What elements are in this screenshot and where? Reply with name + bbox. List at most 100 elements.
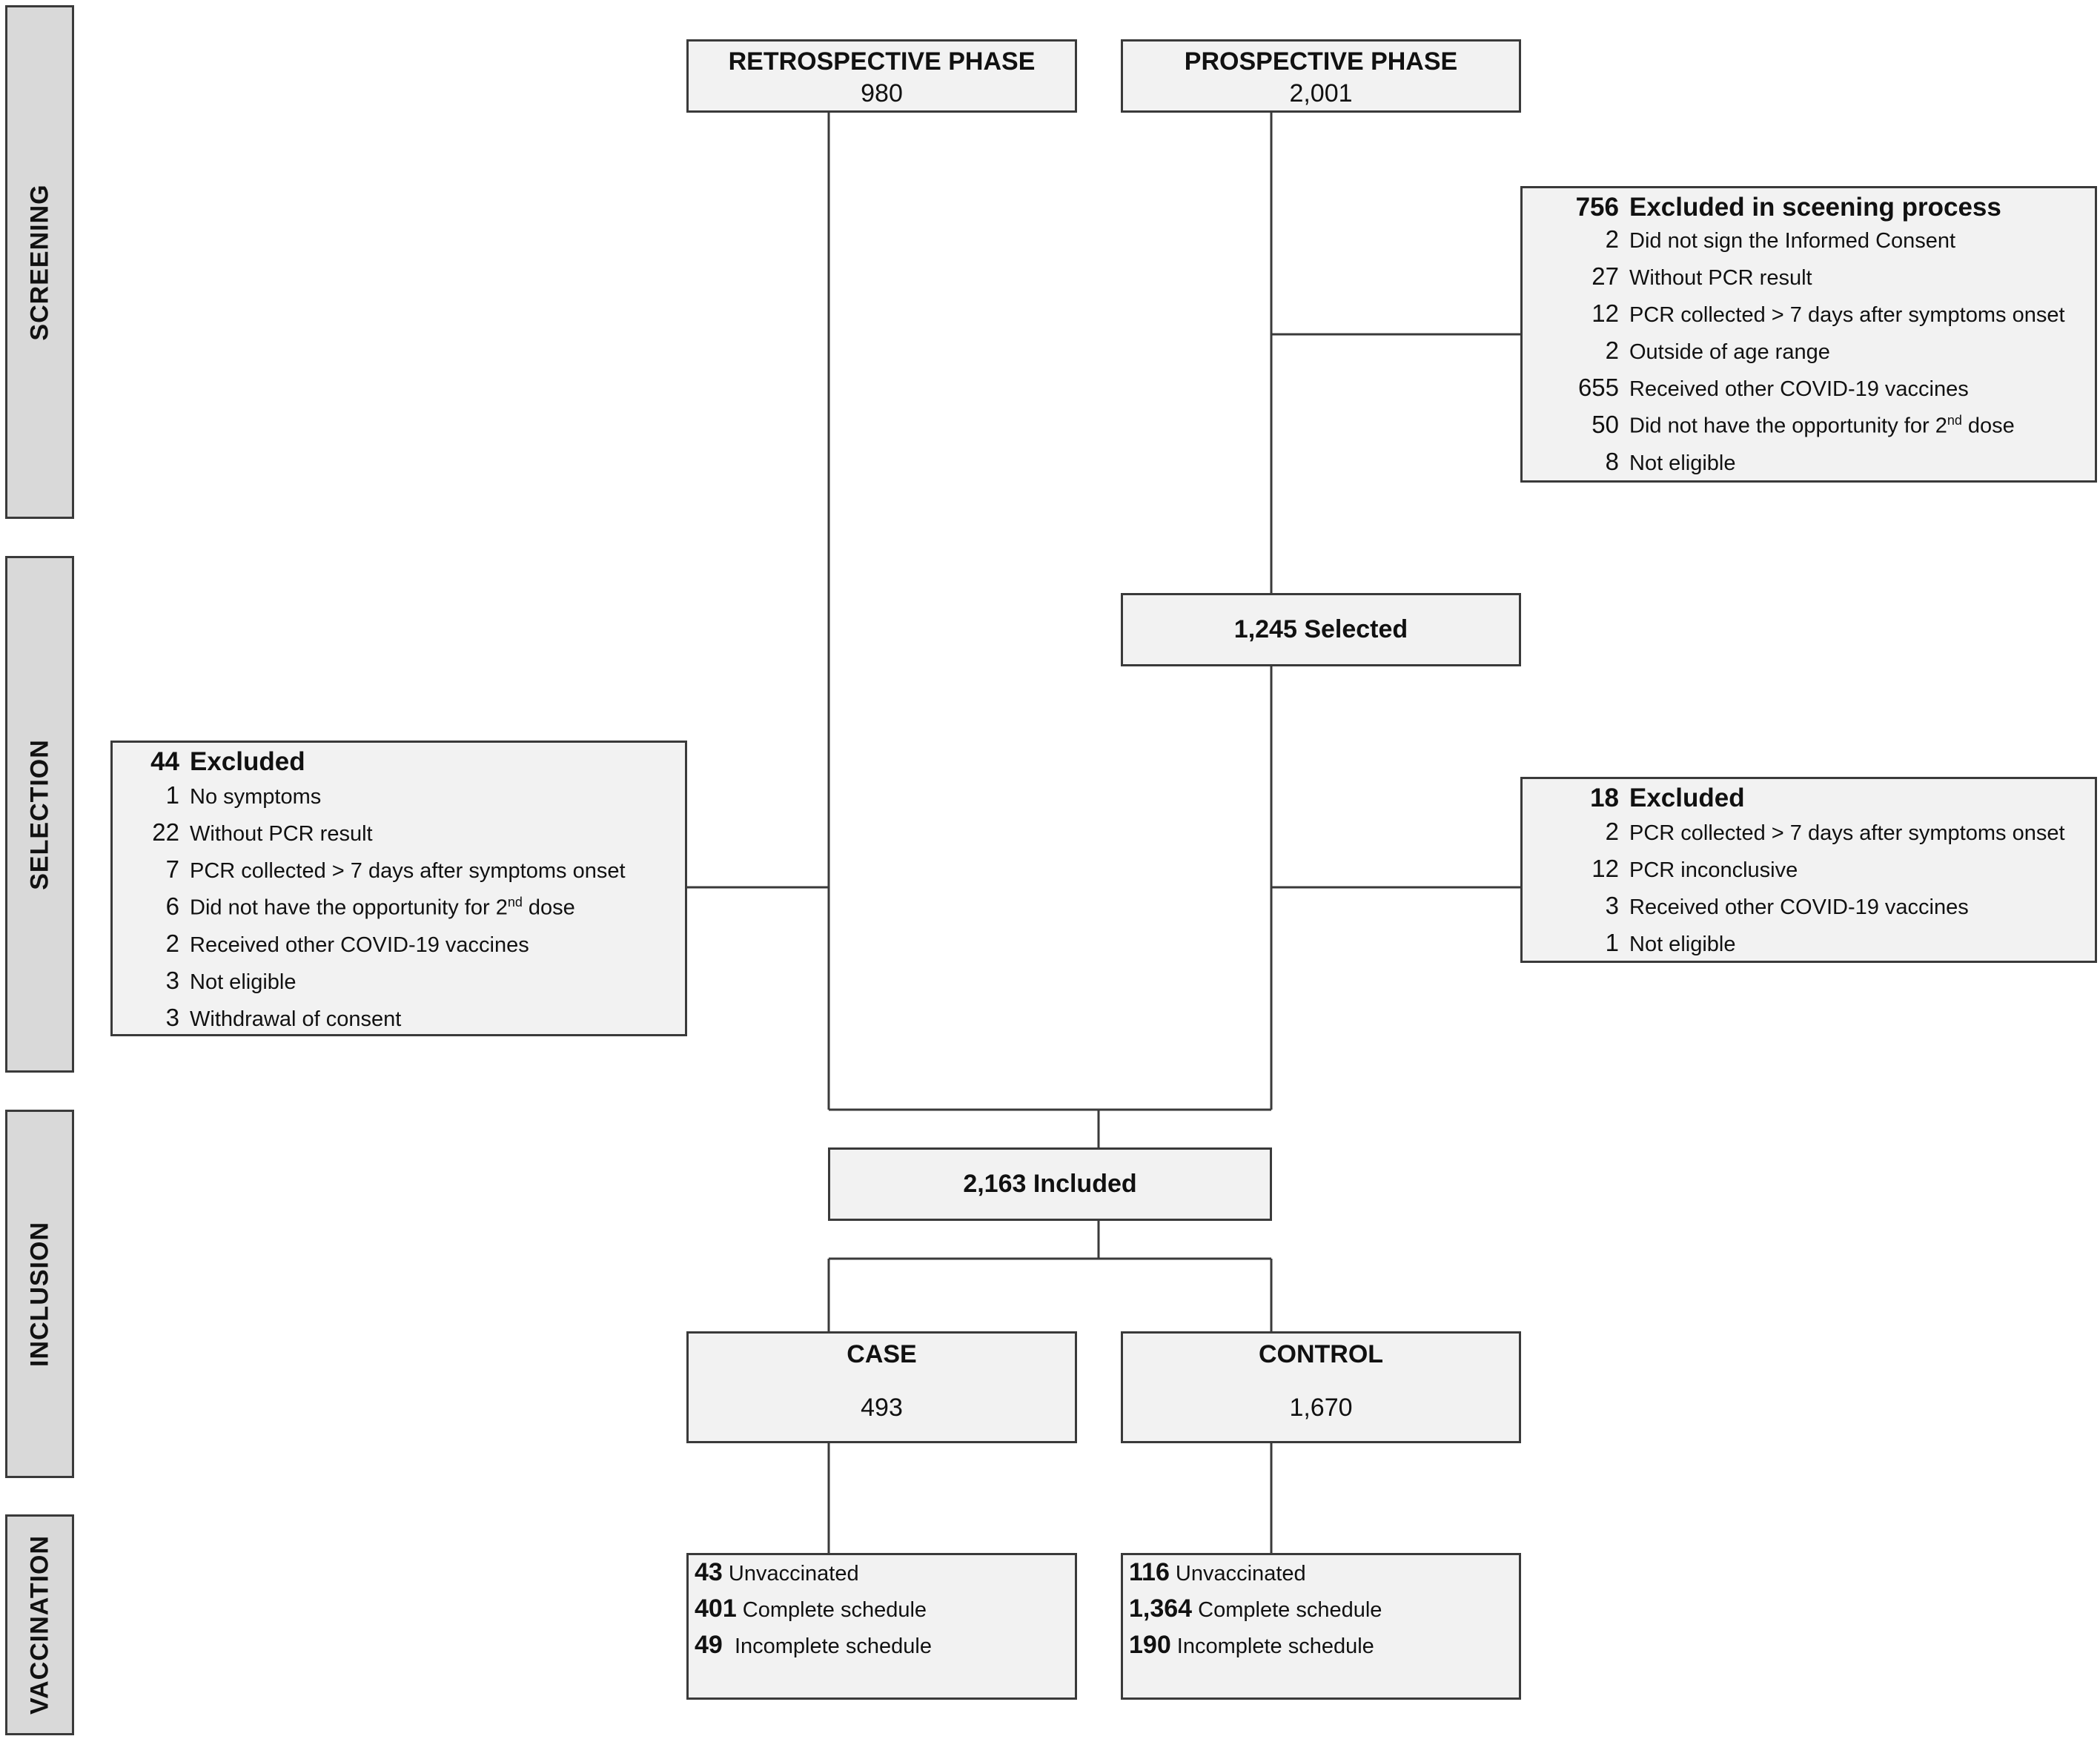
list-item: 116 Unvaccinated: [1129, 1558, 1519, 1594]
prospective-count: 2,001: [1289, 79, 1353, 107]
list-item: 3 Withdrawal of consent: [135, 1004, 685, 1041]
control-title: CONTROL: [1258, 1340, 1384, 1368]
stage-vaccination: VACCINATION: [5, 1514, 74, 1735]
retro-exclusion-count: 44: [150, 747, 179, 776]
item-text: Did not have the opportunity for 2nd dos…: [1629, 413, 2015, 439]
screening-exclusion-count: 756: [1575, 193, 1619, 222]
item-text: Not eligible: [1629, 451, 1736, 475]
list-item: 1 No symptoms: [135, 781, 685, 818]
item-text: Did not sign the Informed Consent: [1629, 229, 1956, 253]
item-text: Received other COVID-19 vaccines: [1629, 895, 1969, 919]
list-item: 2 PCR collected > 7 days after symptoms …: [1545, 818, 2095, 855]
case-vaccination-box: 43 Unvaccinated 401 Complete schedule 49…: [686, 1553, 1077, 1700]
item-text-suffix: dose: [1961, 414, 2015, 438]
item-text: Unvaccinated: [722, 1562, 859, 1586]
stage-label-inclusion: INCLUSION: [25, 1221, 53, 1367]
list-item: 655 Received other COVID-19 vaccines: [1545, 374, 2095, 411]
item-text: PCR collected > 7 days after symptoms on…: [1629, 303, 2065, 327]
item-text-main: Did not have the opportunity for 2: [190, 896, 508, 920]
included-box: 2,163 Included: [828, 1147, 1272, 1221]
retro-exclusion-title: Excluded: [190, 747, 305, 776]
stage-screening: SCREENING: [5, 5, 74, 519]
list-item: 1 Not eligible: [1545, 929, 2095, 966]
item-count: 2: [1605, 818, 1619, 845]
item-count: 3: [165, 1004, 179, 1031]
item-superscript: nd: [1947, 413, 1962, 428]
item-text: Without PCR result: [190, 822, 373, 846]
item-text: Withdrawal of consent: [190, 1007, 402, 1031]
stage-label-vaccination: VACCINATION: [25, 1534, 53, 1715]
item-count: 190: [1129, 1631, 1171, 1659]
item-count: 8: [1605, 448, 1619, 475]
control-box: CONTROL 1,670: [1121, 1331, 1521, 1443]
list-item: 401 Complete schedule: [695, 1594, 1075, 1631]
list-item: 12 PCR inconclusive: [1545, 855, 2095, 892]
item-text: Received other COVID-19 vaccines: [1629, 377, 1969, 401]
item-count: 6: [165, 892, 179, 920]
item-text: Without PCR result: [1629, 266, 1812, 290]
screening-exclusion-box: 756 Excluded in sceening process 2 Did n…: [1520, 186, 2097, 483]
selected-label: 1,245 Selected: [1233, 615, 1408, 643]
item-text: Incomplete schedule: [722, 1634, 932, 1658]
item-text: Not eligible: [190, 970, 297, 994]
item-text: Did not have the opportunity for 2nd dos…: [190, 895, 575, 921]
list-item: 3 Not eligible: [135, 967, 685, 1004]
item-count: 12: [1591, 299, 1619, 327]
item-count: 43: [695, 1558, 723, 1586]
stage-label-screening: SCREENING: [25, 183, 53, 341]
included-label: 2,163 Included: [963, 1170, 1137, 1198]
list-item: 12 PCR collected > 7 days after symptoms…: [1545, 299, 2095, 337]
item-count: 49: [695, 1631, 723, 1659]
stage-selection: SELECTION: [5, 556, 74, 1073]
case-count: 493: [861, 1394, 903, 1422]
item-count: 401: [695, 1594, 737, 1623]
stage-label-selection: SELECTION: [25, 738, 53, 890]
screening-exclusion-header: 756 Excluded in sceening process: [1545, 193, 2095, 225]
item-count: 1,364: [1129, 1594, 1193, 1623]
list-item: 6 Did not have the opportunity for 2nd d…: [135, 892, 685, 930]
retro-exclusion-box: 44 Excluded 1 No symptoms 22 Without PCR…: [110, 741, 687, 1036]
item-count: 1: [165, 781, 179, 809]
item-count: 22: [152, 818, 179, 846]
item-text: PCR collected > 7 days after symptoms on…: [190, 859, 626, 883]
item-text: PCR inconclusive: [1629, 858, 1798, 882]
item-text: No symptoms: [190, 785, 322, 809]
prospective-phase-box: PROSPECTIVE PHASE 2,001: [1121, 39, 1521, 113]
item-count: 7: [165, 855, 179, 883]
list-item: 50 Did not have the opportunity for 2nd …: [1545, 411, 2095, 448]
prospective-title: PROSPECTIVE PHASE: [1184, 47, 1458, 76]
retrospective-phase-box: RETROSPECTIVE PHASE 980: [686, 39, 1077, 113]
list-item: 49 Incomplete schedule: [695, 1631, 1075, 1667]
retro-exclusion-header: 44 Excluded: [135, 747, 685, 781]
item-text: Unvaccinated: [1169, 1562, 1306, 1586]
item-text-suffix: dose: [522, 896, 575, 920]
item-text: PCR collected > 7 days after symptoms on…: [1629, 821, 2065, 845]
item-text: Received other COVID-19 vaccines: [190, 933, 529, 957]
item-count: 1: [1605, 929, 1619, 956]
item-text: Complete schedule: [1192, 1598, 1382, 1622]
item-count: 2: [1605, 225, 1619, 253]
case-box: CASE 493: [686, 1331, 1077, 1443]
prosp-exclusion-header: 18 Excluded: [1545, 784, 2095, 818]
item-count: 2: [1605, 337, 1619, 364]
list-item: 27 Without PCR result: [1545, 262, 2095, 299]
case-title: CASE: [847, 1340, 917, 1368]
item-text-main: Did not have the opportunity for 2: [1629, 414, 1947, 438]
item-text: Not eligible: [1629, 933, 1736, 956]
list-item: 2 Outside of age range: [1545, 337, 2095, 374]
screening-exclusion-title: Excluded in sceening process: [1629, 193, 2001, 222]
list-item: 1,364 Complete schedule: [1129, 1594, 1519, 1631]
item-text: Complete schedule: [736, 1598, 927, 1622]
list-item: 190 Incomplete schedule: [1129, 1631, 1519, 1667]
list-item: 2 Received other COVID-19 vaccines: [135, 930, 685, 967]
control-count: 1,670: [1289, 1394, 1353, 1422]
list-item: 7 PCR collected > 7 days after symptoms …: [135, 855, 685, 892]
item-count: 116: [1129, 1558, 1170, 1586]
list-item: 43 Unvaccinated: [695, 1558, 1075, 1594]
item-count: 3: [165, 967, 179, 994]
list-item: 3 Received other COVID-19 vaccines: [1545, 892, 2095, 929]
item-count: 50: [1591, 411, 1619, 438]
list-item: 2 Did not sign the Informed Consent: [1545, 225, 2095, 262]
list-item: 8 Not eligible: [1545, 448, 2095, 485]
item-count: 27: [1591, 262, 1619, 290]
